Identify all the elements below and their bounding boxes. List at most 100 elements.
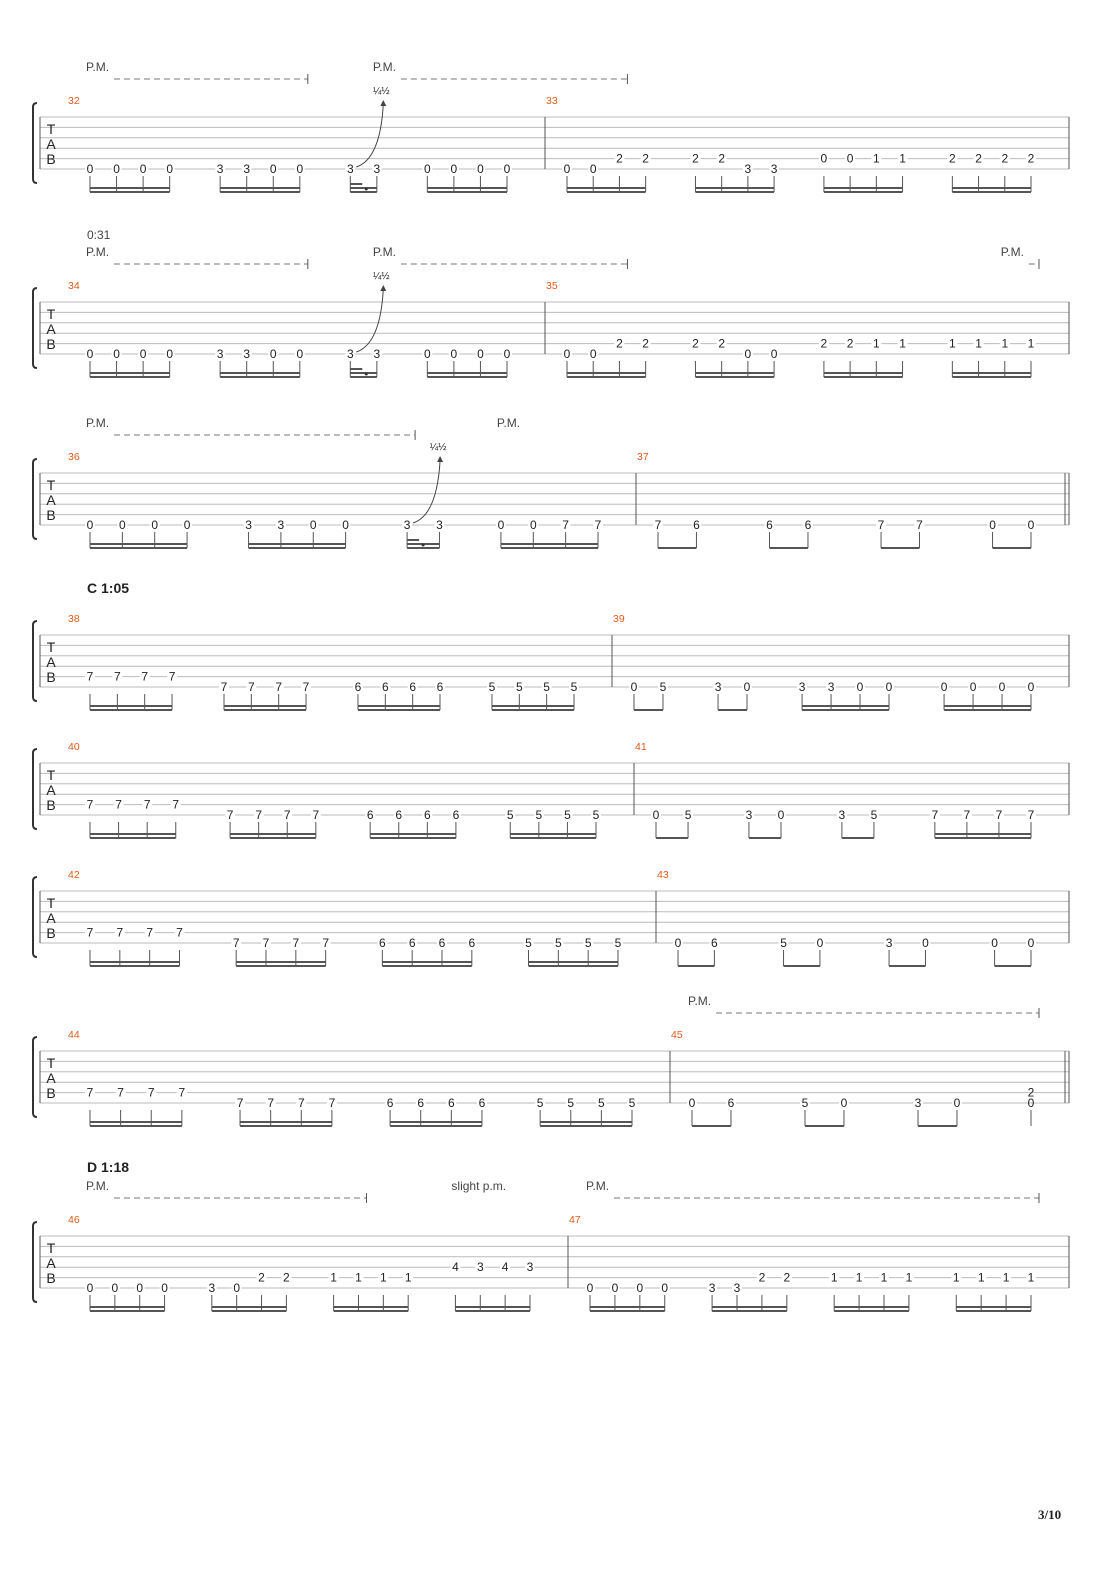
fret-number: 5: [660, 680, 667, 694]
fret-number: 3: [886, 936, 893, 950]
fret-bg: [776, 809, 786, 821]
fret-number: 2: [718, 337, 725, 351]
fret-number: 0: [451, 347, 458, 361]
fret-bg: [294, 163, 305, 175]
fret-number: 0: [498, 518, 505, 532]
fret-bg: [742, 163, 753, 175]
tab-clef-letter: B: [46, 507, 55, 523]
fret-number: 6: [355, 680, 362, 694]
fret-number: 7: [916, 518, 923, 532]
fret-number: 6: [468, 936, 475, 950]
fret-bg: [879, 1271, 889, 1284]
fret-number: 2: [692, 337, 699, 351]
fret-number: 2: [1001, 152, 1008, 166]
fret-number: 1: [899, 152, 906, 166]
fret-bg: [345, 348, 356, 360]
fret-bg: [275, 519, 286, 531]
fret-bg: [961, 809, 972, 821]
tab-clef-letter: T: [47, 1240, 56, 1256]
fret-number: 0: [857, 680, 864, 694]
fret-number: 0: [590, 162, 597, 176]
fret-bg: [301, 681, 312, 693]
fret-number: 0: [87, 162, 94, 176]
fret-number: 0: [631, 680, 638, 694]
fret-bg: [713, 681, 724, 693]
fret-number: 0: [922, 936, 929, 950]
fret-bg: [855, 681, 866, 693]
fret-bg: [403, 1271, 414, 1284]
fret-number: 5: [585, 936, 592, 950]
fret-number: 1: [873, 337, 880, 351]
fret-number: 2: [975, 152, 982, 166]
fret-number: 7: [146, 926, 153, 940]
fret-number: 3: [715, 680, 722, 694]
fret-bg: [973, 337, 984, 350]
fret-bg: [85, 163, 95, 175]
fret-number: 0: [184, 518, 191, 532]
fret-number: 3: [746, 808, 753, 822]
fret-number: 5: [629, 1096, 636, 1110]
fret-number: 0: [424, 162, 431, 176]
section-label: C 1:05: [87, 580, 129, 596]
fret-number: 7: [267, 1096, 274, 1110]
fret-bg: [377, 937, 388, 949]
fret-bg: [85, 519, 95, 531]
tab-clef-letter: A: [46, 1070, 56, 1086]
fret-bg: [281, 1271, 292, 1284]
fret-number: 7: [87, 926, 94, 940]
measure-number: 39: [613, 613, 625, 625]
fret-bg: [113, 798, 124, 811]
tab-clef-letter: B: [46, 669, 55, 685]
fret-number: 3: [243, 347, 250, 361]
fret-number: 6: [437, 680, 444, 694]
fret-number: 3: [839, 808, 846, 822]
fret-bg: [182, 519, 193, 531]
fret-number: 0: [504, 347, 511, 361]
fret-number: 3: [217, 162, 224, 176]
fret-bg: [596, 1097, 607, 1109]
fret-bg: [683, 809, 694, 821]
fret-bg: [800, 1097, 810, 1109]
fret-number: 5: [571, 680, 578, 694]
fret-number: 4: [502, 1260, 509, 1274]
fret-bg: [562, 163, 572, 175]
fret-bg: [769, 163, 780, 175]
tab-clef-letter: T: [47, 895, 56, 911]
fret-bg: [1026, 809, 1036, 821]
fret-number: 7: [117, 1086, 124, 1100]
fret-bg: [243, 519, 254, 531]
measure-number: 33: [546, 95, 558, 107]
fret-number: 1: [1028, 1271, 1035, 1285]
slight-pm-label: slight p.m.: [451, 1179, 506, 1193]
fret-number: 2: [692, 152, 699, 166]
fret-bg: [231, 1282, 242, 1294]
fret-number: 5: [507, 808, 514, 822]
fret-number: 3: [404, 518, 411, 532]
fret-bg: [707, 1282, 718, 1294]
fret-bg: [142, 798, 153, 811]
system-bracket: [32, 1036, 38, 1118]
fret-bg: [231, 937, 242, 949]
fret-number: 0: [817, 936, 824, 950]
fret-bg: [486, 681, 497, 693]
fret-number: 3: [915, 1096, 922, 1110]
fret-bg: [437, 937, 447, 949]
fret-bg: [502, 348, 512, 360]
fret-bg: [778, 937, 789, 949]
tab-clef-letter: B: [46, 925, 55, 941]
fret-bg: [308, 519, 319, 531]
fret-bg: [989, 937, 1000, 949]
fret-bg: [371, 163, 382, 175]
fret-number: 3: [734, 1281, 741, 1295]
fret-number: 7: [87, 1086, 94, 1100]
fret-number: 3: [374, 347, 381, 361]
fret-number: 2: [616, 337, 623, 351]
fret-number: 5: [802, 1096, 809, 1110]
fret-bg: [591, 809, 601, 821]
fret-bg: [640, 152, 651, 165]
fret-bg: [475, 348, 486, 360]
fret-number: 7: [255, 808, 262, 822]
